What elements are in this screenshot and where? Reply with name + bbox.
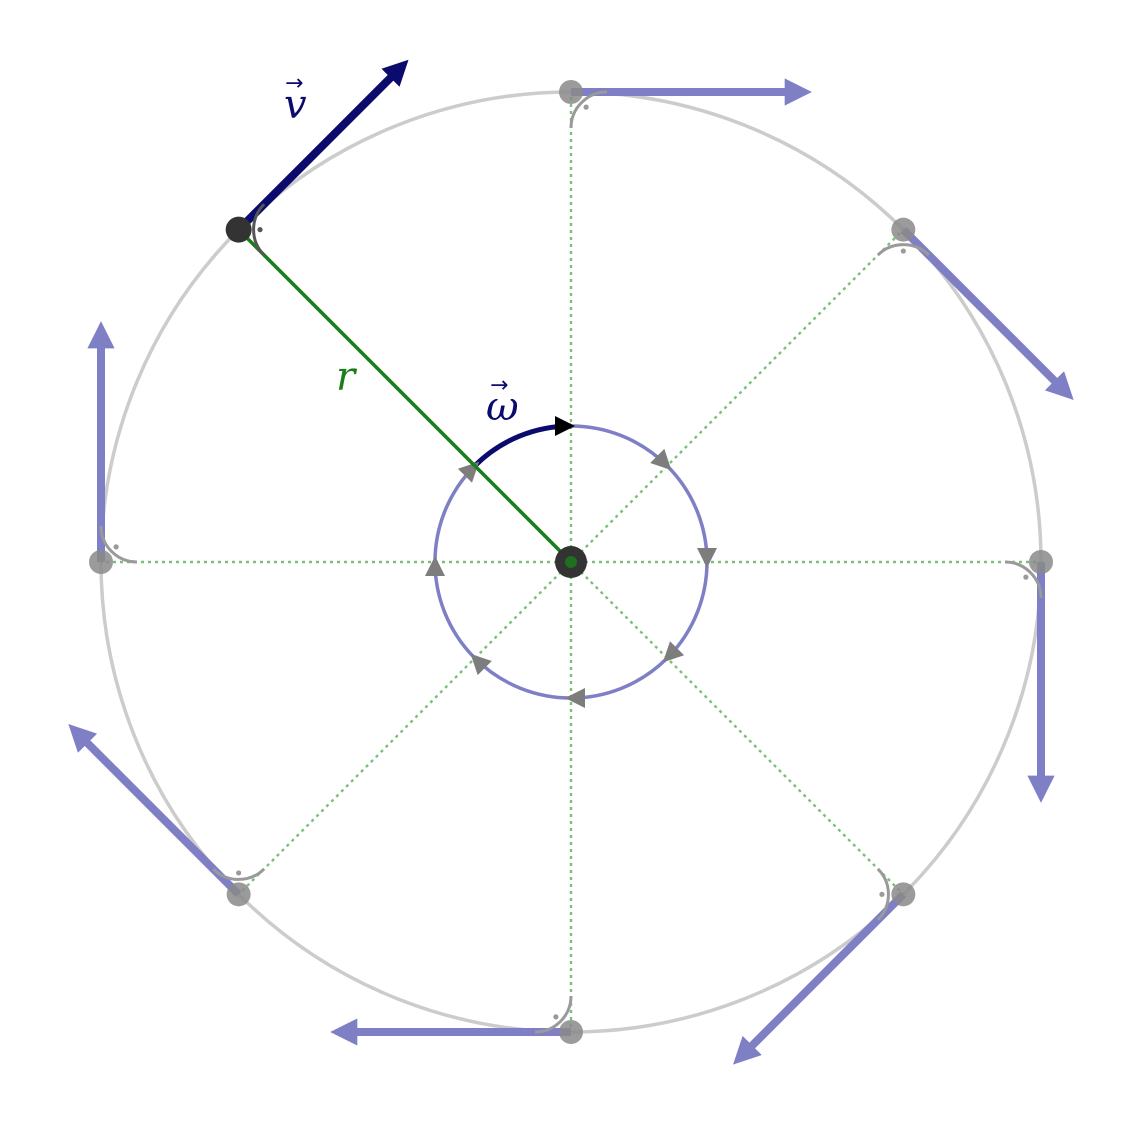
omega-direction-arrowhead: [470, 653, 492, 676]
right-angle-dot: [113, 544, 119, 550]
right-angle-dot: [879, 891, 885, 897]
ghost-velocity-vector: [900, 226, 1074, 400]
particle: [225, 216, 252, 243]
ghost-particle: [1029, 550, 1053, 574]
ghost-particle: [559, 80, 583, 104]
right-angle-arc: [99, 525, 138, 564]
omega-main-arrowhead: [555, 416, 575, 436]
right-angle-dot: [583, 104, 589, 110]
right-angle-dot: [1023, 574, 1029, 580]
ghost-particle: [891, 882, 916, 907]
center-dot: [565, 556, 577, 568]
radial-dotted-line: [237, 561, 572, 896]
omega-direction-arrowhead: [650, 448, 672, 471]
ghost-velocity-vector: [733, 891, 907, 1065]
ghost-positions: [68, 78, 1074, 1065]
radial-dotted-line: [570, 561, 905, 896]
right-angle-arc: [212, 867, 266, 881]
omega-direction-arrowhead: [425, 556, 445, 576]
velocity-label: v: [284, 82, 307, 128]
velocity-vector: [235, 59, 409, 233]
right-angle-arc: [252, 203, 266, 257]
radius-line: [237, 228, 573, 564]
right-angle-arc: [876, 243, 930, 257]
ghost-particle: [89, 550, 113, 574]
radial-dotted-line: [570, 228, 905, 563]
omega-direction-arrowhead: [697, 548, 717, 568]
angular-velocity-label-arrow: →: [490, 373, 508, 398]
right-angle-dot: [553, 1014, 559, 1020]
ghost-particle: [891, 217, 916, 242]
ghost-particle: [559, 1020, 583, 1044]
right-angle-arc: [876, 867, 890, 921]
ghost-particle: [226, 882, 251, 907]
right-angle-dot: [900, 248, 906, 254]
right-angle-arc: [534, 995, 573, 1034]
ghost-velocity-vector: [68, 724, 242, 898]
omega-direction-arrowhead: [565, 688, 585, 708]
right-angle-arc: [1004, 560, 1043, 599]
velocity-label-arrow: →: [285, 71, 303, 96]
right-angle-arc: [569, 90, 608, 129]
current-position: [225, 59, 573, 564]
omega-direction-arrowhead: [662, 641, 685, 663]
radius-label: r: [336, 354, 358, 400]
right-angle-dot: [257, 227, 263, 233]
angular-velocity-label: ω: [486, 384, 519, 430]
right-angle-dot: [236, 870, 242, 876]
